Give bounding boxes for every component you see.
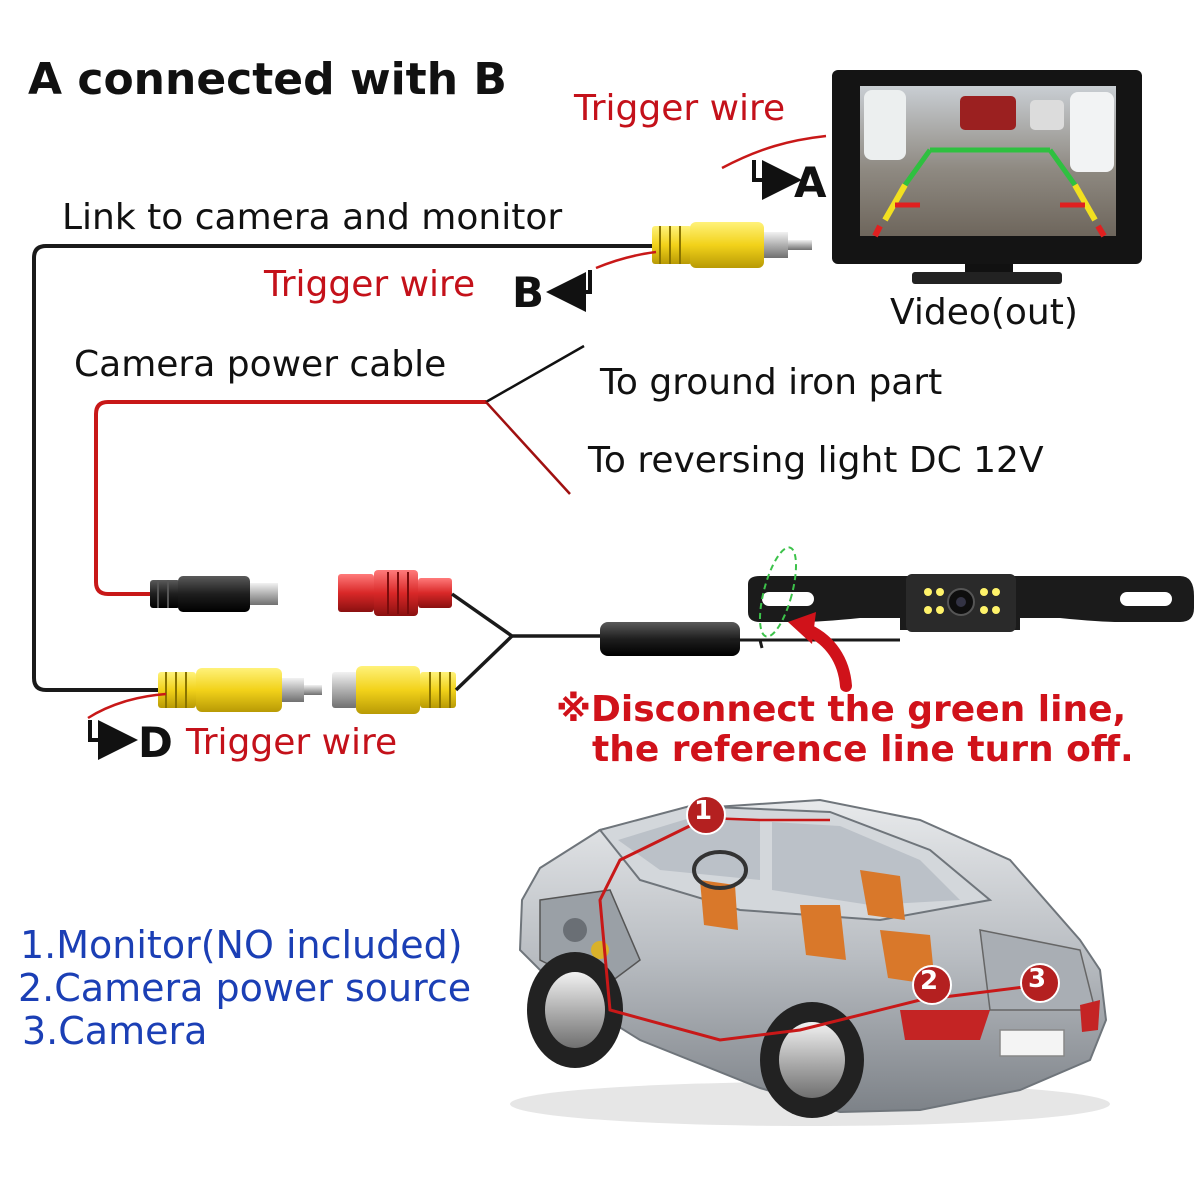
arrow-d-icon	[88, 720, 138, 760]
marker-1	[686, 795, 726, 835]
reversing-branch	[485, 401, 571, 495]
diagram-title: A connected with B	[28, 54, 507, 105]
letter-d: D	[138, 718, 173, 767]
reversing-label: To reversing light DC 12V	[588, 440, 1044, 481]
ground-branch	[485, 344, 585, 404]
rca-female-connector	[332, 666, 456, 714]
warning-line-2: the reference line turn off.	[592, 729, 1134, 770]
trigger-wire-b-label: Trigger wire	[264, 264, 476, 305]
backup-camera-icon	[748, 574, 1194, 632]
green-line-marker	[758, 546, 798, 638]
dc-female-connector	[338, 570, 452, 616]
marker-2	[912, 965, 952, 1005]
power-cable-label: Camera power cable	[74, 344, 447, 385]
video-out-label: Video(out)	[890, 292, 1078, 333]
warning-line-1: ※Disconnect the green line,	[556, 689, 1127, 730]
letter-a: A	[794, 158, 827, 207]
trigger-wire-d-line	[87, 692, 167, 720]
marker-3-label: 3	[1028, 964, 1047, 994]
power-cable	[94, 400, 486, 596]
marker-1-label: 1	[694, 796, 713, 826]
legend-item-power: 2.Camera power source	[18, 966, 472, 1010]
arrow-b-icon	[546, 270, 592, 312]
legend-item-camera: 3.Camera	[22, 1009, 208, 1053]
rca-connector-d	[158, 668, 322, 712]
ground-label: To ground iron part	[600, 362, 943, 403]
rca-connector-icon	[652, 222, 812, 268]
link-label: Link to camera and monitor	[62, 197, 563, 238]
marker-2-label: 2	[920, 966, 939, 996]
link-cable	[32, 244, 656, 692]
camera-cable	[450, 592, 604, 638]
monitor-icon	[832, 70, 1142, 284]
inline-module	[600, 622, 740, 656]
curved-arrow-icon	[788, 612, 852, 692]
dc-jack-icon	[150, 576, 278, 612]
trigger-wire-a-line	[721, 134, 827, 170]
legend-item-monitor: 1.Monitor(NO included)	[20, 923, 463, 967]
trigger-wire-b-line	[595, 250, 657, 270]
arrow-a-icon	[752, 160, 802, 200]
trigger-wire-d-label: Trigger wire	[186, 722, 398, 763]
car-cutaway-icon	[510, 798, 1110, 1126]
marker-3	[1020, 963, 1060, 1003]
trigger-wire-a-label: Trigger wire	[574, 88, 786, 129]
letter-b: B	[512, 268, 545, 317]
